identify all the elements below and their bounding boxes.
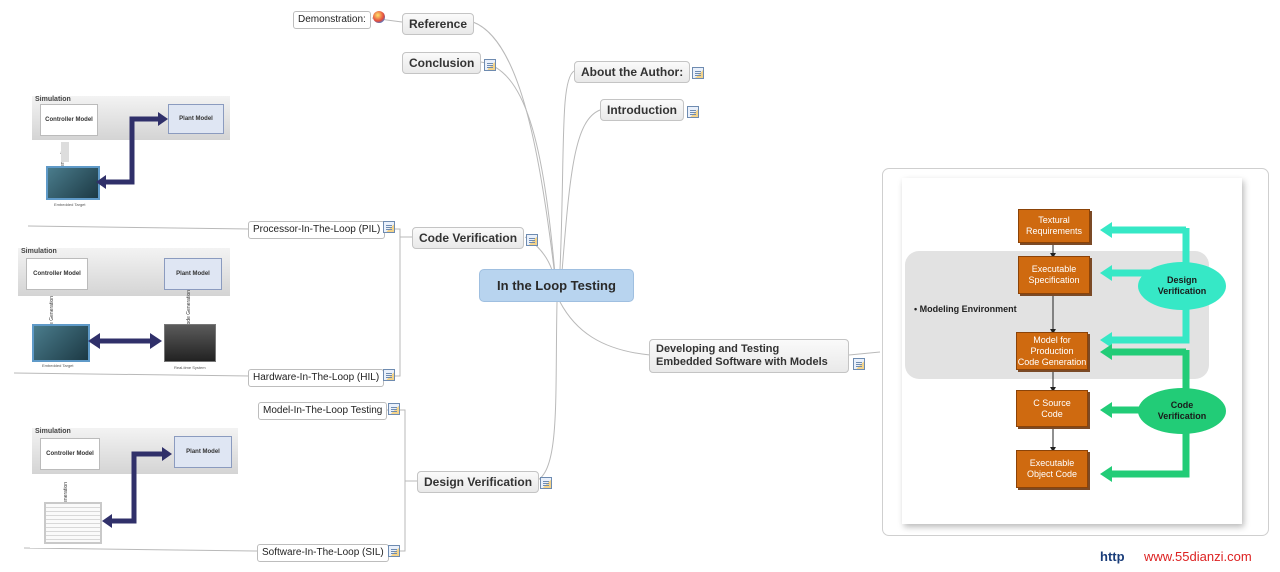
topic-pil[interactable]: Processor-In-The-Loop (PIL) — [248, 221, 386, 239]
topic-conclusion[interactable]: Conclusion — [402, 52, 482, 74]
note-icon[interactable] — [383, 221, 395, 233]
watermark-left: http — [1100, 549, 1125, 564]
panel-title: Simulation — [35, 428, 71, 435]
modeling-environment-label: • Modeling Environment — [914, 304, 1017, 314]
topic-about-author[interactable]: About the Author: — [574, 61, 691, 83]
note-icon[interactable] — [853, 358, 865, 370]
note-icon[interactable] — [484, 59, 496, 71]
design-verification-ellipse: Design Verification — [1138, 262, 1226, 310]
connection-arrow — [61, 112, 168, 189]
code-verification-ellipse: Code Verification — [1138, 388, 1226, 434]
note-icon[interactable] — [526, 234, 538, 246]
workflow-step: Model for Production Code Generation — [1016, 332, 1088, 370]
topic-demonstration[interactable]: Demonstration: — [293, 11, 371, 29]
note-icon[interactable] — [388, 545, 400, 557]
embedded-target-icon — [32, 324, 90, 362]
topic-introduction[interactable]: Introduction — [600, 99, 684, 121]
workflow-step: C Source Code — [1016, 390, 1088, 427]
embedded-target-caption: Embedded Target — [54, 202, 86, 207]
connection-arrow — [88, 333, 162, 349]
connection-arrow — [102, 447, 172, 528]
hil-diagram-image: Simulation Controller Model Plant Model … — [16, 246, 232, 372]
pil-diagram-image: Simulation Controller Model Plant Model … — [30, 94, 232, 212]
topic-design-verification[interactable]: Design Verification — [417, 471, 540, 493]
controller-model-box: Controller Model — [26, 258, 88, 290]
workflow-step: Executable Object Code — [1016, 450, 1088, 488]
watermark-right: www.55dianzi.com — [1144, 549, 1252, 564]
realtime-system-caption: Real-time System — [174, 365, 206, 370]
embedded-target-caption: Embedded Target — [42, 363, 74, 368]
central-topic[interactable]: In the Loop Testing — [479, 269, 634, 302]
workflow-step: Textural Requirements — [1018, 209, 1090, 243]
note-icon[interactable] — [388, 403, 400, 415]
workflow-step: Executable Specification — [1018, 256, 1090, 294]
controller-model-box: Controller Model — [40, 104, 98, 136]
simulation-panel: Simulation Controller Model Plant Model — [18, 248, 230, 296]
panel-title: Simulation — [21, 248, 57, 255]
plant-model-box: Plant Model — [164, 258, 222, 290]
plant-model-box: Plant Model — [174, 436, 232, 468]
topic-sil[interactable]: Software-In-The-Loop (SIL) — [257, 544, 389, 562]
simulation-panel: Simulation Controller Model Plant Model — [32, 428, 238, 474]
topic-code-verification[interactable]: Code Verification — [412, 227, 525, 249]
embedded-target-icon — [46, 166, 100, 200]
note-icon[interactable] — [692, 67, 704, 79]
real-time-system-icon — [164, 324, 216, 362]
panel-title: Simulation — [35, 96, 71, 103]
source-code-document-icon — [44, 502, 102, 544]
note-icon[interactable] — [540, 477, 552, 489]
sil-diagram-image: Simulation Controller Model Plant Model … — [30, 426, 240, 548]
topic-developing[interactable]: Developing and Testing Embedded Software… — [649, 339, 849, 373]
topic-mil[interactable]: Model-In-The-Loop Testing — [258, 402, 388, 420]
note-icon[interactable] — [687, 106, 699, 118]
topic-reference[interactable]: Reference — [402, 13, 475, 35]
note-icon[interactable] — [383, 369, 395, 381]
link-globe-icon[interactable] — [373, 11, 385, 23]
plant-model-box: Plant Model — [168, 104, 224, 134]
controller-model-box: Controller Model — [40, 438, 100, 470]
